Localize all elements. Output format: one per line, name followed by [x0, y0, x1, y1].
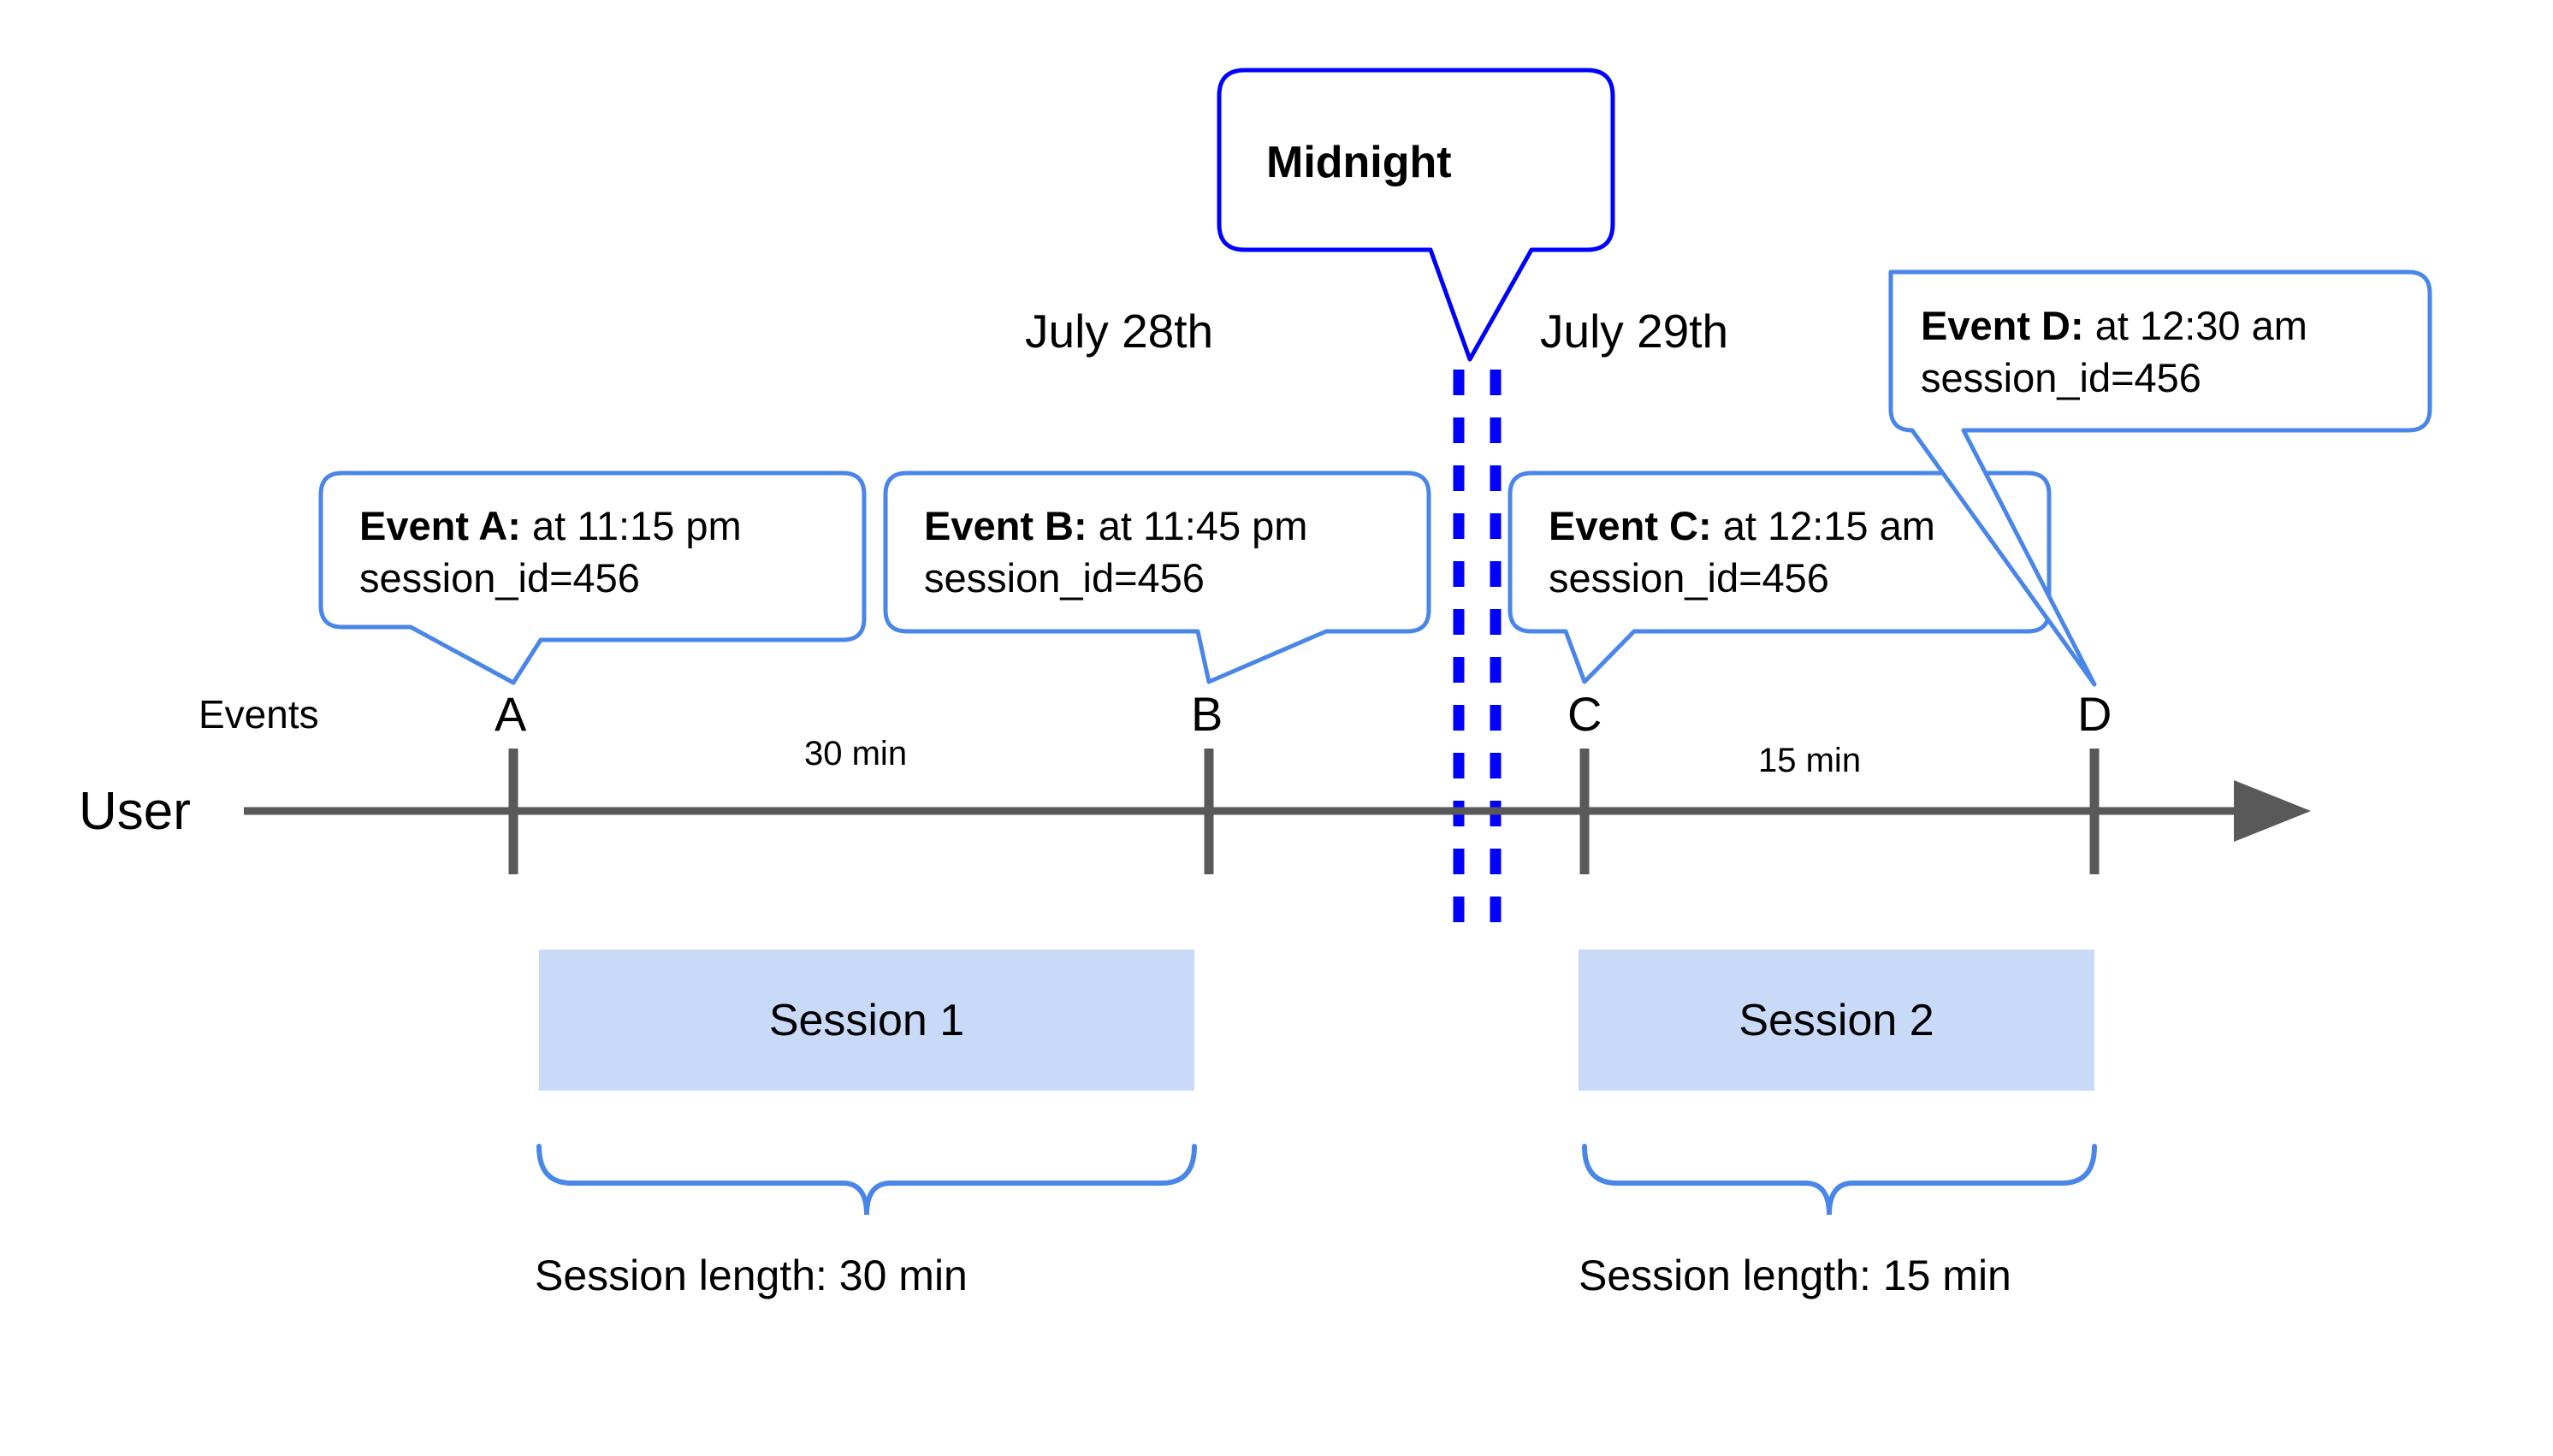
events-row-label: Events [198, 692, 319, 737]
midnight-callout-label: Midnight [1266, 138, 1452, 187]
event-callout-time-d: at 12:30 am [2083, 303, 2307, 348]
event-callout-line1-a: Event A: at 11:15 pm [359, 500, 742, 552]
event-callout-line1-c: Event C: at 12:15 am [1549, 500, 1935, 552]
event-callout-attr-c: session_id=456 [1549, 555, 1829, 601]
event-callout-attr-d: session_id=456 [1921, 355, 2201, 401]
date-label-july-28: July 28th [1025, 305, 1214, 358]
session-brace-2 [1582, 1144, 2097, 1216]
session-length-label-1: Session length: 30 min [535, 1252, 968, 1299]
event-callout-title-a: Event A: [359, 503, 521, 548]
event-callout-title-d: Event D: [1921, 303, 2084, 348]
user-lane-label: User [79, 782, 191, 841]
event-callout-text-c: Event C: at 12:15 am session_id=456 [1549, 500, 1935, 604]
event-callout-text-b: Event B: at 11:45 pm session_id=456 [924, 500, 1307, 604]
event-callout-attr-a: session_id=456 [359, 555, 640, 601]
event-marker-label-d: D [2077, 687, 2112, 741]
event-marker-label-c: C [1567, 687, 1602, 741]
event-callout-text-d: Event D: at 12:30 am session_id=456 [1921, 299, 2307, 404]
event-callout-title-b: Event B: [924, 503, 1087, 548]
event-callout-time-c: at 12:15 am [1711, 503, 1935, 548]
event-callout-line1-b: Event B: at 11:45 pm [924, 500, 1307, 552]
session-brace-1 [536, 1144, 1197, 1216]
event-marker-label-b: B [1191, 687, 1223, 741]
session-box-1: Session 1 [539, 950, 1194, 1091]
session-length-label-2: Session length: 15 min [1579, 1252, 2011, 1299]
event-callout-text-a: Event A: at 11:15 pm session_id=456 [359, 500, 742, 604]
event-callout-time-b: at 11:45 pm [1087, 503, 1308, 548]
event-callout-time-a: at 11:15 pm [520, 503, 742, 548]
event-callout-attr-b: session_id=456 [924, 555, 1205, 601]
session-box-label-2: Session 2 [1739, 995, 1934, 1045]
date-label-july-29: July 29th [1540, 305, 1729, 358]
session-box-label-1: Session 1 [768, 995, 965, 1045]
gap-duration-label-2: 15 min [1758, 742, 1862, 779]
event-callout-title-c: Event C: [1549, 503, 1712, 548]
gap-duration-label-1: 30 min [804, 735, 908, 772]
event-marker-label-a: A [495, 687, 527, 741]
session-box-2: Session 2 [1579, 950, 2094, 1091]
event-callout-line1-d: Event D: at 12:30 am [1921, 299, 2307, 352]
